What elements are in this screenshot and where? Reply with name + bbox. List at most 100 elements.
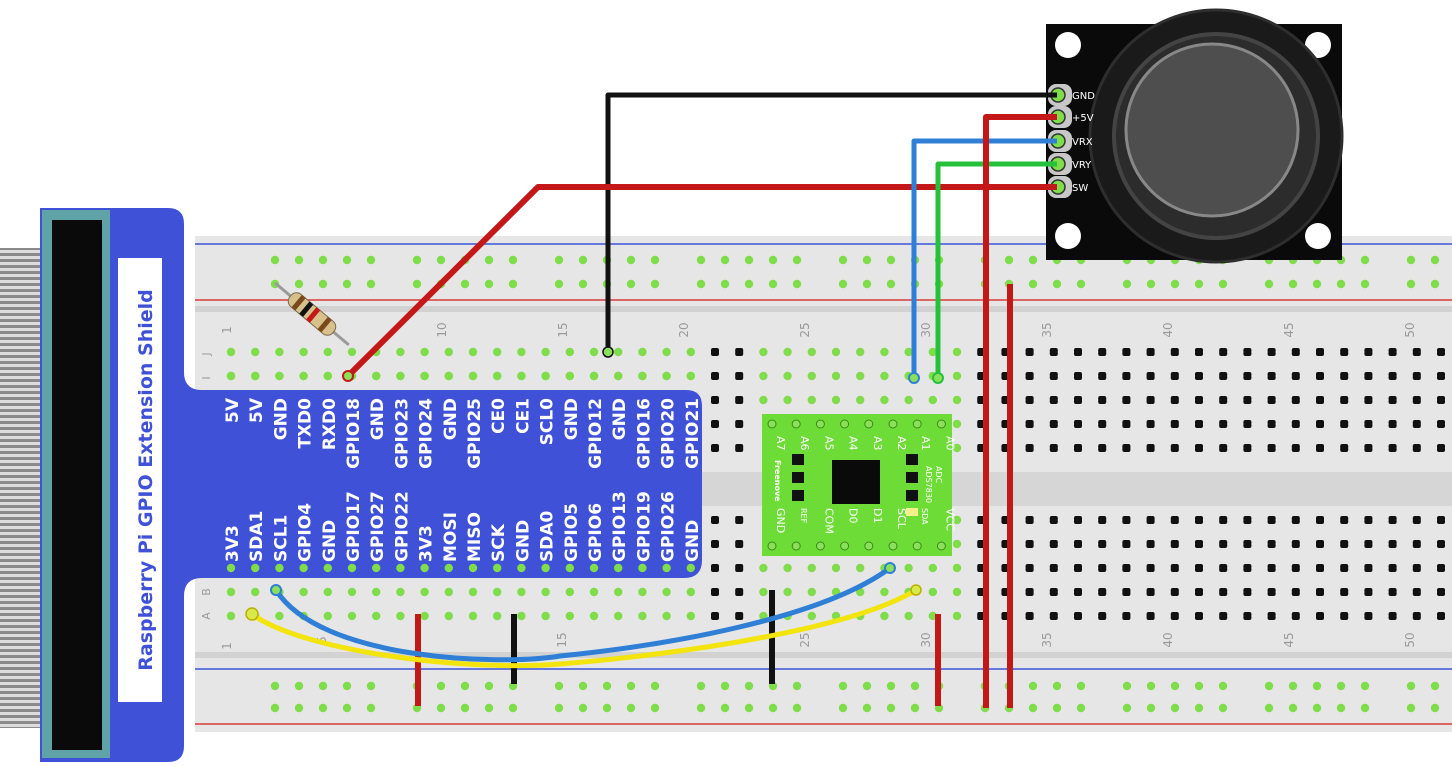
breadboard-hole-used <box>1052 681 1062 691</box>
shield-pin-label: CE0 <box>489 398 509 434</box>
breadboard-hole <box>1219 420 1228 428</box>
breadboard-hole-used <box>952 515 962 525</box>
breadboard-hole-used <box>1360 279 1370 289</box>
shield-pin-label: RXD0 <box>320 398 340 450</box>
breadboard-hole-used <box>720 255 730 265</box>
shield-pin <box>347 563 357 573</box>
breadboard-hole <box>1412 372 1421 380</box>
breadboard-hole-used <box>270 703 280 713</box>
breadboard-hole <box>1364 420 1373 428</box>
column-number: 20 <box>677 322 691 337</box>
shield-pin <box>638 563 647 573</box>
ribbon-wire <box>0 442 56 445</box>
breadboard-hole <box>1195 420 1203 428</box>
breadboard-hole <box>1364 444 1373 452</box>
breadboard-hole-used <box>1264 279 1274 289</box>
column-number: 15 <box>556 322 570 337</box>
shield-pin-label: SDA0 <box>538 510 558 562</box>
breadboard-hole-used <box>831 371 841 381</box>
ribbon-wire <box>0 520 56 523</box>
breadboard-hole-used <box>460 681 470 691</box>
breadboard-hole-used <box>952 347 962 357</box>
ribbon-wire <box>0 538 56 541</box>
shield-pin <box>662 563 671 573</box>
ribbon-wire <box>0 334 56 337</box>
breadboard-hole <box>1267 588 1276 596</box>
breadboard-hole-used <box>910 703 920 713</box>
shield-pin <box>396 371 405 381</box>
adc-pin-label: A7 <box>774 436 787 451</box>
breadboard-hole <box>1437 588 1445 596</box>
breadboard-hole <box>1098 588 1107 596</box>
breadboard-hole-used <box>554 279 564 289</box>
breadboard-hole <box>1219 564 1228 572</box>
breadboard-hole <box>1412 444 1421 452</box>
ribbon-wire <box>0 274 56 277</box>
breadboard-hole-used <box>294 255 304 265</box>
adc-chip-name: ADS7830 <box>924 466 933 503</box>
breadboard-hole <box>1122 372 1131 380</box>
breadboard-hole <box>1049 420 1058 428</box>
shield-pin <box>565 371 574 381</box>
adc-pin-label: VCC <box>943 508 956 531</box>
breadboard-hole-used <box>347 347 357 357</box>
adc-pin-label: SCL <box>895 508 908 530</box>
breadboard-hole-used <box>952 371 962 381</box>
shield-pin <box>299 371 308 381</box>
shield-pin-label: SCK <box>489 523 509 562</box>
breadboard-hole-used <box>952 395 962 405</box>
breadboard-hole <box>1146 372 1155 380</box>
ribbon-wire <box>0 478 56 481</box>
breadboard-hole-used <box>323 347 332 357</box>
breadboard-hole-used <box>517 587 526 597</box>
shield-pin-label: GPIO5 <box>562 503 582 562</box>
breadboard-hole-used <box>880 395 889 405</box>
ribbon-wire <box>0 352 56 355</box>
column-number: 35 <box>1040 632 1054 647</box>
breadboard-hole <box>1243 540 1252 548</box>
breadboard-hole <box>1122 540 1131 548</box>
column-number: 50 <box>1403 632 1417 647</box>
breadboard-hole-used <box>886 681 896 691</box>
breadboard-hole-used <box>928 587 937 597</box>
column-number: 30 <box>919 322 933 337</box>
breadboard-hole <box>1170 372 1179 380</box>
ribbon-wire <box>0 256 56 259</box>
ribbon-wire <box>0 568 56 571</box>
breadboard-hole-used <box>541 611 550 621</box>
breadboard-hole-used <box>792 681 802 691</box>
breadboard-hole-used <box>831 347 841 357</box>
breadboard-hole <box>1098 516 1107 524</box>
breadboard-hole <box>1049 372 1058 380</box>
shield-pin <box>226 563 236 573</box>
breadboard-hole <box>1098 396 1107 404</box>
breadboard-hole-used <box>880 347 889 357</box>
breadboard-hole <box>735 588 744 596</box>
joystick-pin-label: VRX <box>1072 137 1093 148</box>
breadboard-hole-used <box>578 681 588 691</box>
shield-pin <box>517 371 526 381</box>
column-number: 50 <box>1403 322 1417 337</box>
ribbon-wire <box>0 328 56 331</box>
adc-pin-label: D1 <box>871 508 884 523</box>
breadboard-hole-used <box>565 587 574 597</box>
shield-pin <box>323 371 332 381</box>
column-number: 1 <box>220 326 234 334</box>
shield-pin-label: GND <box>562 398 582 440</box>
shield-pin-label: CE1 <box>513 398 533 434</box>
breadboard-hole-used <box>880 587 889 597</box>
ribbon-wire <box>0 460 56 463</box>
breadboard-hole-used <box>493 347 502 357</box>
breadboard-hole-used <box>372 587 381 597</box>
ribbon-wire <box>0 688 56 691</box>
shield-pin-label: TXD0 <box>296 398 316 449</box>
ribbon-wire <box>0 496 56 499</box>
ribbon-wire <box>0 670 56 673</box>
breadboard-hole-used <box>856 347 865 357</box>
breadboard-hole <box>1340 564 1349 572</box>
adc-pin <box>767 541 777 551</box>
shield-pin-label: GPIO6 <box>586 503 606 562</box>
breadboard-hole <box>1122 564 1131 572</box>
breadboard-hole <box>1195 372 1203 380</box>
